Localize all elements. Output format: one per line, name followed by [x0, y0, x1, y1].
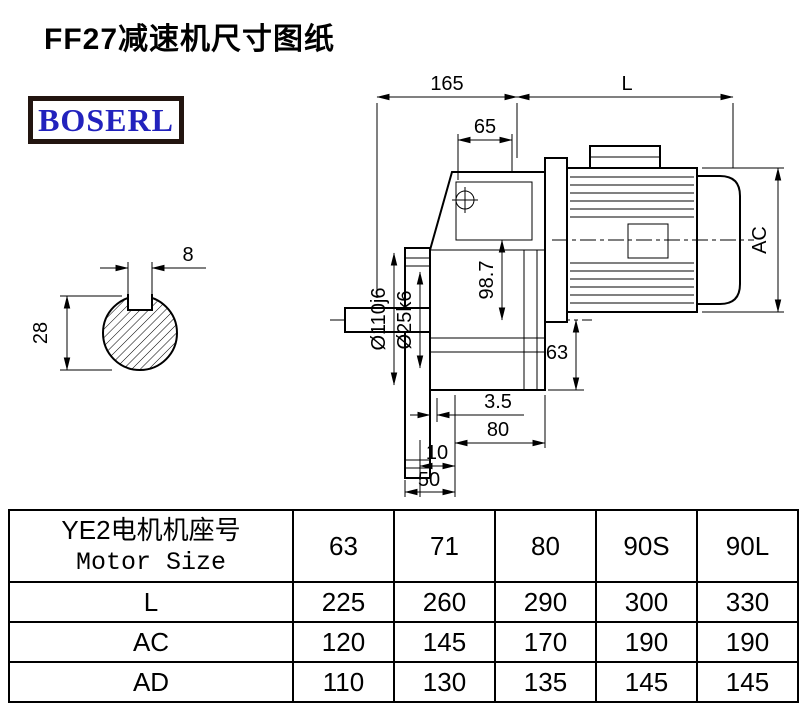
output-shaft [344, 307, 431, 333]
size-cell: 63 [292, 509, 395, 583]
value-cell: 330 [696, 581, 799, 623]
motor-size-header-cn: YE2电机机座号 [61, 515, 241, 545]
value-cell: 120 [292, 621, 395, 663]
motor-size-header-en: Motor Size [75, 548, 227, 577]
cooling-fins [570, 176, 694, 304]
dim-top-right: L [621, 73, 632, 95]
brand-logo: BOSERL [28, 96, 184, 144]
value-cell: 260 [393, 581, 496, 623]
dim-flange-thickness: 10 [426, 442, 448, 464]
dim-shaft-length: 50 [418, 469, 440, 491]
motor [544, 145, 754, 323]
dim-key-depth: 28 [30, 322, 52, 344]
brand-logo-text: BOSERL [38, 101, 174, 138]
fan-cover [696, 175, 741, 305]
dim-bottom-height: 63 [546, 342, 568, 364]
dim-center-height: 98.7 [476, 261, 498, 300]
dim-top-left: 165 [430, 73, 463, 95]
nameplate [627, 223, 669, 259]
value-cell: 110 [292, 661, 395, 703]
dim-key-width: 8 [182, 244, 193, 266]
value-cell: 145 [595, 661, 698, 703]
value-cell: 190 [696, 621, 799, 663]
size-cell: 90S [595, 509, 698, 583]
value-cell: 135 [494, 661, 597, 703]
dim-label-cell: L [8, 581, 294, 623]
table-row: AC 120 145 170 190 190 [8, 621, 799, 663]
table-row: YE2电机机座号 Motor Size 63 71 80 90S 90L [8, 509, 799, 583]
size-cell: 80 [494, 509, 597, 583]
dim-mount-width: 80 [487, 419, 509, 441]
table-row: AD 110 130 135 145 145 [8, 661, 799, 703]
table-row: L 225 260 290 300 330 [8, 581, 799, 623]
dimension-annotations: 165 L 65 AC Ø110j6 Ø25k6 98.7 [368, 73, 784, 497]
page-title: FF27减速机尺寸图纸 [44, 23, 336, 56]
value-cell: 170 [494, 621, 597, 663]
size-cell: 90L [696, 509, 799, 583]
motor-size-header-cell: YE2电机机座号 Motor Size [8, 509, 294, 583]
value-cell: 290 [494, 581, 597, 623]
value-cell: 190 [595, 621, 698, 663]
dim-label-cell: AD [8, 661, 294, 703]
value-cell: 145 [696, 661, 799, 703]
dim-input-width: 65 [474, 116, 496, 138]
dimension-table: YE2电机机座号 Motor Size 63 71 80 90S 90L L 2… [8, 509, 799, 703]
gearmotor-side-view [330, 145, 754, 479]
size-cell: 71 [393, 509, 496, 583]
dim-shaft-diameter: Ø25k6 [394, 291, 416, 350]
dim-flange-offset: 3.5 [484, 391, 512, 413]
dim-motor-height: AC [749, 226, 771, 254]
value-cell: 300 [595, 581, 698, 623]
technical-drawing: 8 28 [30, 73, 784, 497]
dim-label-cell: AC [8, 621, 294, 663]
shaft-cross-section-view: 8 28 [30, 244, 206, 371]
value-cell: 145 [393, 621, 496, 663]
value-cell: 225 [292, 581, 395, 623]
dim-flange-diameter: Ø110j6 [368, 287, 390, 350]
value-cell: 130 [393, 661, 496, 703]
